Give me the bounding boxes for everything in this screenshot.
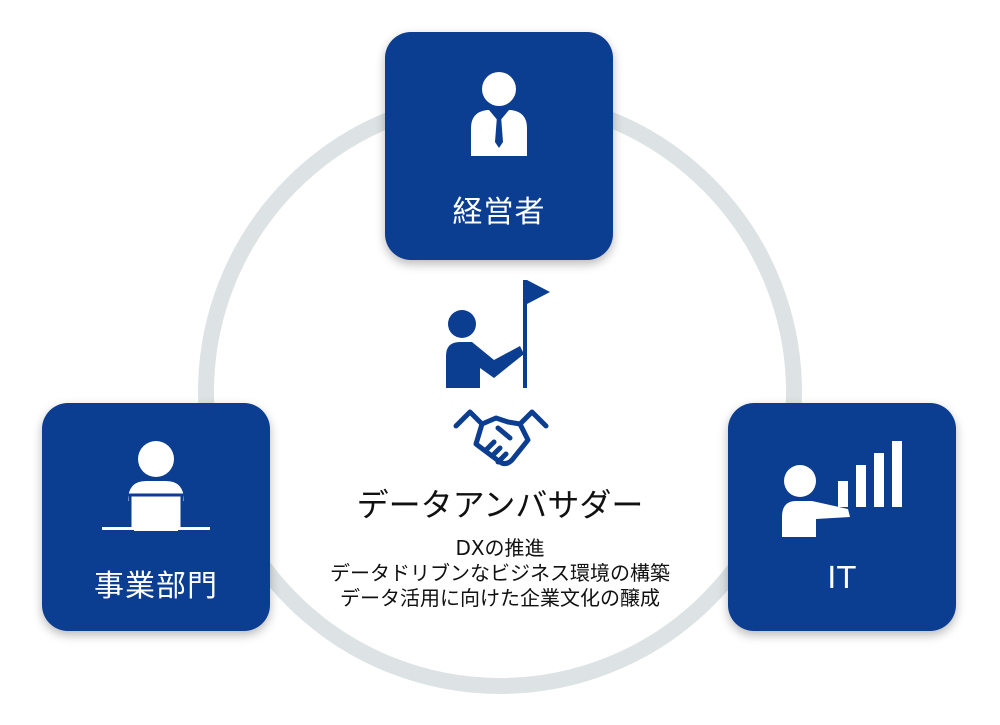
business-person-icon: [471, 72, 527, 156]
presenter-bar-chart-icon: [782, 441, 902, 537]
node-executive: 経営者: [385, 32, 613, 260]
person-at-laptop-icon: [102, 441, 210, 531]
center-description: DXの推進 データドリブンなビジネス環境の構築 データ活用に向けた企業文化の醸成: [290, 536, 710, 611]
center-line-2: データドリブンなビジネス環境の構築: [330, 561, 670, 585]
center-line-1: DXの推進: [455, 536, 545, 560]
node-executive-label: 経営者: [452, 195, 546, 230]
node-it-label: IT: [827, 561, 857, 596]
node-it: IT: [728, 403, 956, 631]
node-business-label: 事業部門: [94, 569, 218, 604]
person-with-flag-icon: [446, 280, 550, 388]
node-business: 事業部門: [42, 403, 270, 631]
center-line-3: データ活用に向けた企業文化の醸成: [340, 586, 660, 610]
handshake-icon: [453, 409, 549, 467]
center-title: データアンバサダー: [356, 486, 644, 524]
